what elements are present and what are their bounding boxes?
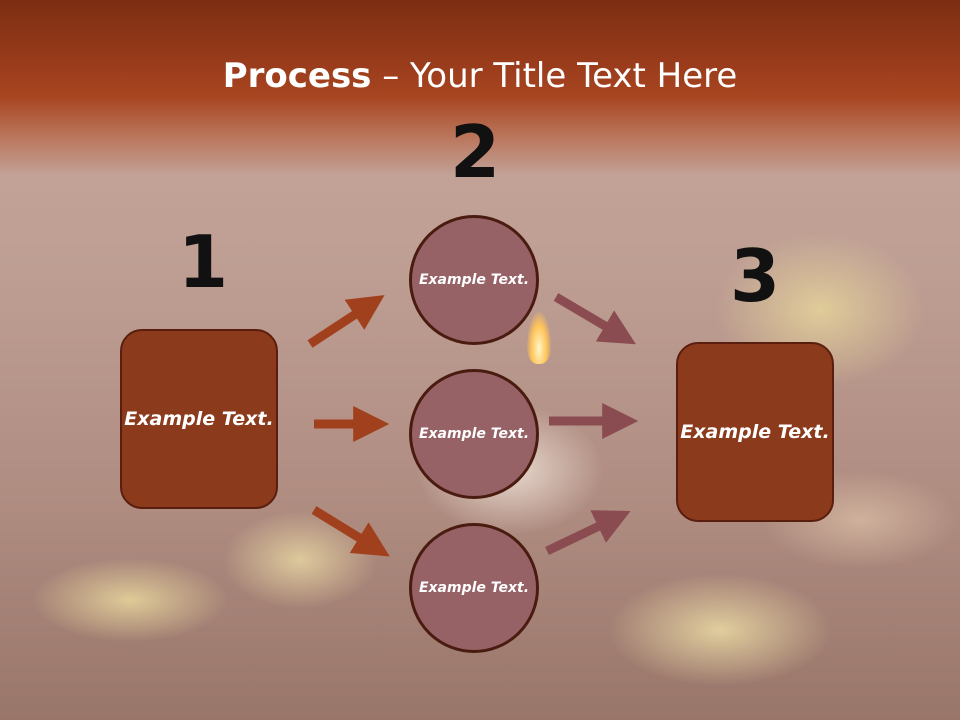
step-3-box-text: Example Text. [680,420,830,443]
step-3-box[interactable]: Example Text. [676,342,834,522]
title-bold: Process [222,56,372,96]
step-2-circle-top[interactable]: Example Text. [409,215,539,345]
candle-flame [527,312,551,364]
title-rest: – Your Title Text Here [371,56,738,96]
slide-title[interactable]: Process – Your Title Text Here [0,54,960,98]
arrow-bottom-to-3 [545,510,631,556]
arrow-1-to-top [307,295,385,348]
title-band [0,0,960,175]
step-1-number: 1 [178,220,229,304]
step-1-box[interactable]: Example Text. [120,329,278,509]
step-3-number: 3 [730,234,781,318]
step-2-circle-middle[interactable]: Example Text. [409,369,539,499]
circle-top-text: Example Text. [418,271,530,288]
step-2-circle-bottom[interactable]: Example Text. [409,523,539,653]
arrow-top-to-3 [553,293,636,345]
arrow-1-to-bottom [311,506,390,557]
step-1-box-text: Example Text. [124,407,274,430]
circle-bottom-text: Example Text. [418,579,530,596]
step-2-number: 2 [450,110,501,194]
circle-middle-text: Example Text. [418,425,530,442]
